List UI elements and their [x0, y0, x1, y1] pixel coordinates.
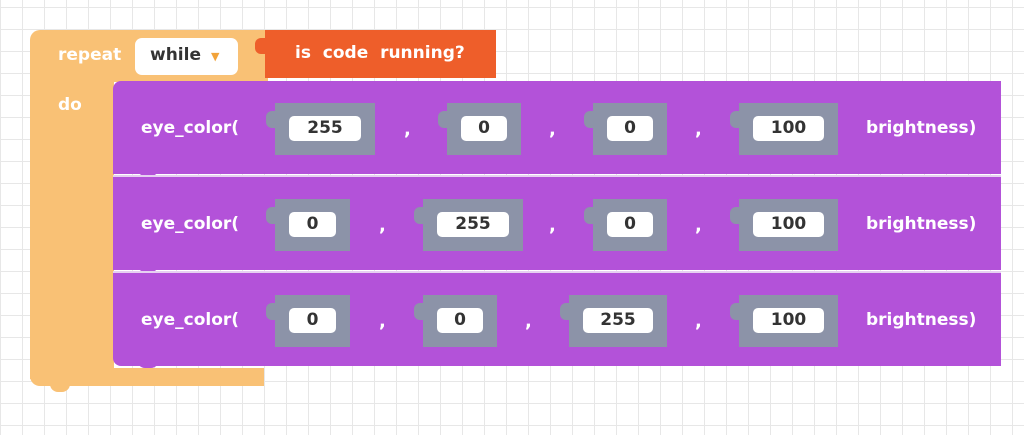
red-input-slot[interactable]: 0 [266, 199, 350, 251]
brightness-label: brightness) [866, 310, 977, 330]
red-input-slot[interactable]: 255 [266, 103, 375, 155]
repeat-block-notch [50, 384, 70, 392]
comma-separator: , [525, 311, 532, 332]
green-value[interactable]: 255 [437, 212, 509, 237]
condition-block-connector [255, 38, 268, 54]
repeat-block-arm[interactable] [30, 81, 114, 379]
blue-value[interactable]: 255 [583, 308, 653, 333]
brightness-label: brightness) [866, 214, 977, 234]
block-divider [113, 175, 1001, 177]
brightness-value[interactable]: 100 [753, 116, 824, 141]
comma-separator: , [695, 215, 702, 236]
comma-separator: , [549, 119, 556, 140]
brightness-input-slot[interactable]: 100 [730, 295, 838, 347]
comma-separator: , [379, 215, 386, 236]
green-value[interactable]: 0 [461, 116, 507, 141]
do-label: do [58, 95, 82, 115]
brightness-label: brightness) [866, 118, 977, 138]
blue-input-slot[interactable]: 0 [584, 103, 667, 155]
blue-value[interactable]: 0 [607, 116, 653, 141]
green-value[interactable]: 0 [437, 308, 483, 333]
block-divider [113, 271, 1001, 273]
comma-separator: , [404, 119, 411, 140]
eye-color-function-label: eye_color( [141, 118, 240, 138]
repeat-mode-value: while [150, 45, 201, 65]
green-input-slot[interactable]: 0 [414, 295, 497, 347]
eye-color-function-label: eye_color( [141, 310, 240, 330]
brightness-input-slot[interactable]: 100 [730, 103, 838, 155]
condition-label: is code running? [295, 43, 465, 63]
brightness-value[interactable]: 100 [753, 308, 824, 333]
block-connector-notch [137, 360, 159, 368]
brightness-value[interactable]: 100 [753, 212, 824, 237]
block-connector-notch [137, 264, 159, 272]
red-value[interactable]: 255 [289, 116, 361, 141]
repeat-keyword: repeat [58, 45, 122, 65]
eye-color-block[interactable]: eye_color( 255 , 0 , 0 , 100 brightness) [113, 81, 1001, 176]
red-value[interactable]: 0 [289, 212, 336, 237]
green-input-slot[interactable]: 0 [438, 103, 521, 155]
repeat-mode-dropdown[interactable]: while ▼ [135, 38, 238, 75]
blue-input-slot[interactable]: 255 [560, 295, 667, 347]
eye-color-block[interactable]: eye_color( 0 , 255 , 0 , 100 brightness) [113, 177, 1001, 272]
block-connector-notch [137, 168, 159, 176]
comma-separator: , [379, 311, 386, 332]
red-input-slot[interactable]: 0 [266, 295, 350, 347]
condition-block[interactable]: is code running? [265, 30, 496, 78]
red-value[interactable]: 0 [289, 308, 336, 333]
comma-separator: , [549, 215, 556, 236]
dropdown-arrow-icon: ▼ [211, 50, 220, 63]
green-input-slot[interactable]: 255 [414, 199, 523, 251]
comma-separator: , [695, 311, 702, 332]
brightness-input-slot[interactable]: 100 [730, 199, 838, 251]
eye-color-function-label: eye_color( [141, 214, 240, 234]
repeat-block-bottom[interactable] [30, 368, 264, 386]
eye-color-block[interactable]: eye_color( 0 , 0 , 255 , 100 brightness) [113, 273, 1001, 368]
comma-separator: , [695, 119, 702, 140]
blue-input-slot[interactable]: 0 [584, 199, 667, 251]
blue-value[interactable]: 0 [607, 212, 653, 237]
